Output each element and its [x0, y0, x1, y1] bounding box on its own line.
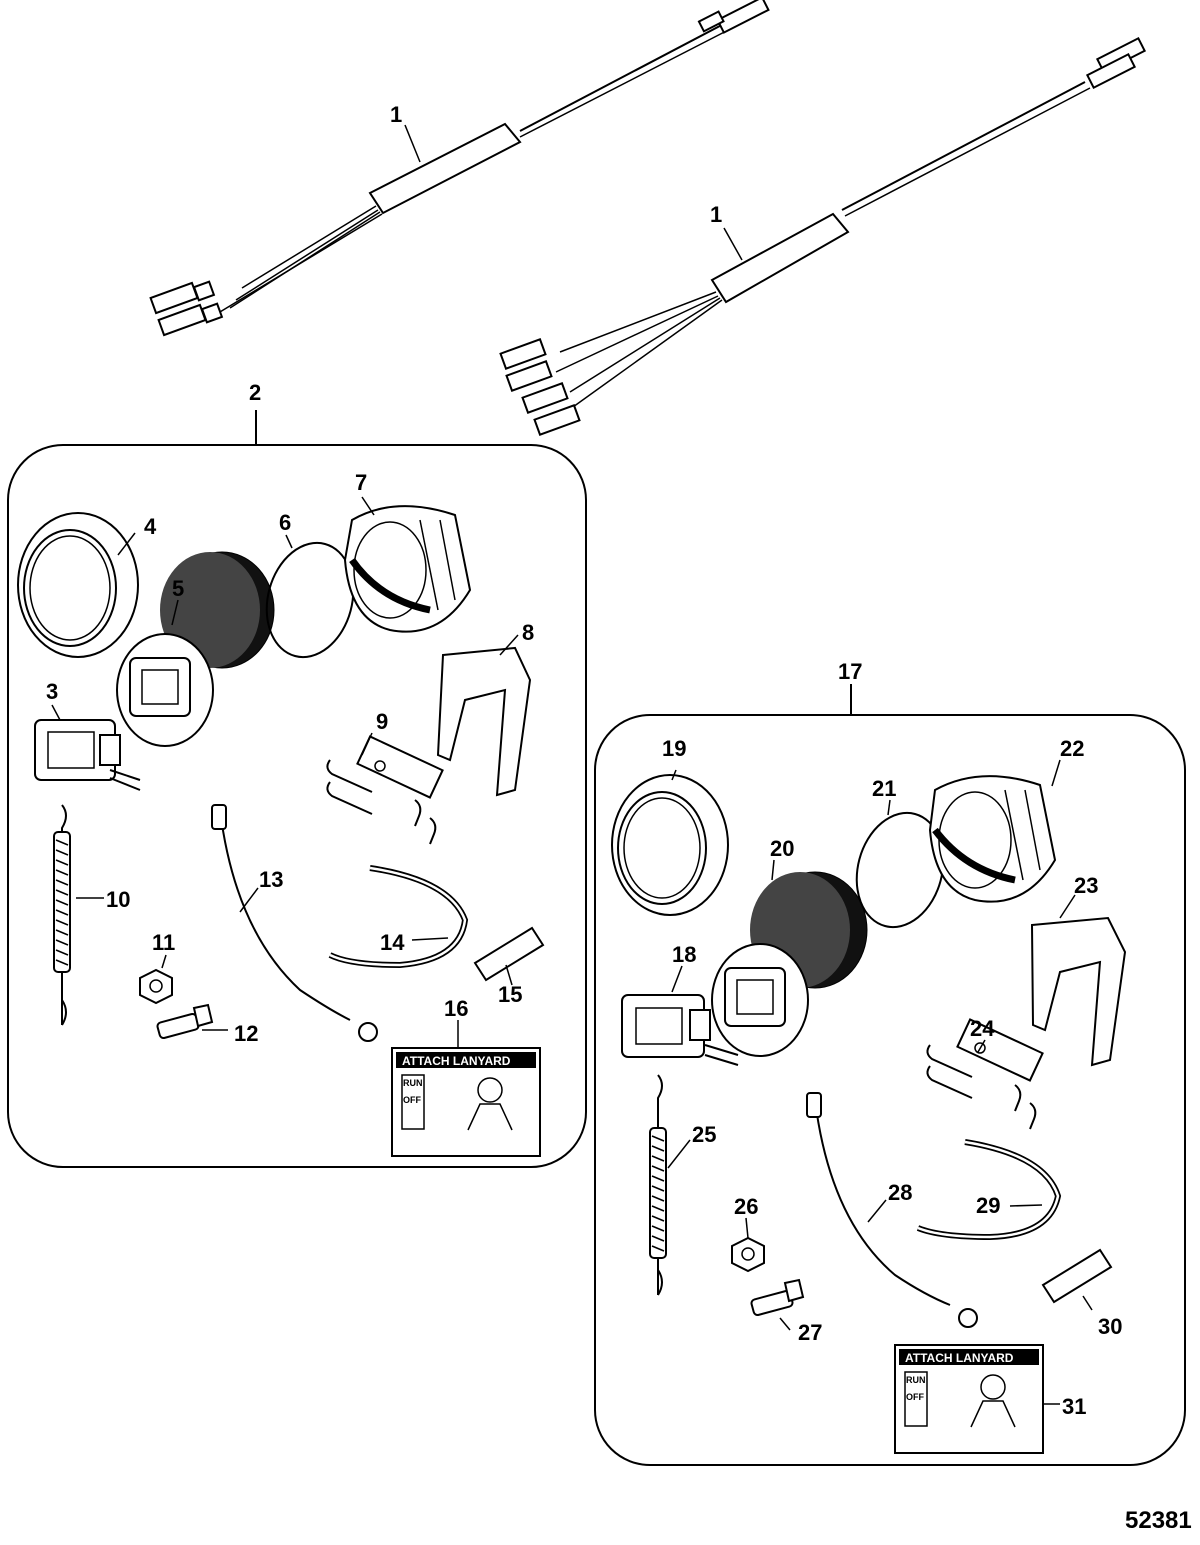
callout-21: 21 [872, 776, 896, 801]
callout-3: 3 [46, 679, 58, 704]
protective-cap-22 [928, 775, 1057, 903]
kit-box-2 [7, 410, 587, 1168]
callout-15: 15 [498, 982, 522, 1007]
pin-15 [473, 926, 545, 982]
callout-11: 11 [152, 930, 175, 955]
wiring-harness-long [499, 36, 1147, 436]
callout-12: 12 [234, 1021, 258, 1046]
lanyard-cord-10 [53, 804, 71, 1026]
callout-23: 23 [1074, 873, 1098, 898]
callout-8: 8 [522, 620, 534, 645]
stop-switch-18 [621, 994, 739, 1066]
decal-title-31: ATTACH LANYARD [905, 1351, 1014, 1365]
hex-nut-26 [731, 1236, 765, 1273]
callout-9: 9 [376, 709, 388, 734]
callout-27: 27 [798, 1320, 822, 1345]
pin-30 [1041, 1248, 1113, 1304]
callout-30: 30 [1098, 1314, 1122, 1339]
o-ring-6 [265, 541, 355, 659]
bezel-ring-4 [17, 512, 139, 658]
callout-numbers: 1 1 2 3 4 5 6 7 8 9 10 11 12 13 14 15 16… [46, 102, 1122, 1419]
decal-run-16: RUN [403, 1078, 423, 1088]
bezel-ring-19 [611, 774, 729, 916]
lanyard-decal-16: ATTACH LANYARD RUN OFF [391, 1047, 541, 1157]
o-ring-21 [855, 811, 945, 929]
callout-17: 17 [838, 659, 862, 684]
callout-10: 10 [106, 887, 130, 912]
callout-28: 28 [888, 1180, 912, 1205]
kit-box-17 [594, 684, 1186, 1466]
callout-5: 5 [172, 576, 184, 601]
callout-19: 19 [662, 736, 686, 761]
callout-24: 24 [970, 1016, 995, 1041]
wiring-harness-short [149, 0, 770, 337]
ground-lead-28 [806, 1092, 978, 1328]
strap-29 [916, 1139, 1062, 1241]
callout-16: 16 [444, 996, 468, 1021]
callout-22: 22 [1060, 736, 1084, 761]
screw-27 [750, 1278, 805, 1317]
decal-off-16: OFF [403, 1095, 421, 1105]
callout-1b: 1 [710, 202, 722, 227]
mounting-bracket-8 [436, 646, 532, 797]
retaining-clip-9 [326, 735, 444, 845]
screw-12 [156, 1003, 214, 1040]
decal-off-31: OFF [906, 1392, 924, 1402]
callout-6: 6 [279, 510, 291, 535]
callout-1a: 1 [390, 102, 402, 127]
mounting-bracket-23 [1030, 916, 1127, 1067]
retaining-clip-24 [926, 1018, 1044, 1130]
callout-2: 2 [249, 380, 261, 405]
protective-cap-7 [343, 505, 472, 633]
decal-run-31: RUN [906, 1375, 926, 1385]
ground-lead-13 [211, 804, 378, 1042]
callout-29: 29 [976, 1193, 1000, 1218]
decal-title-16: ATTACH LANYARD [402, 1054, 511, 1068]
hex-nut-11 [139, 968, 173, 1005]
callout-26: 26 [734, 1194, 758, 1219]
callout-25: 25 [692, 1122, 716, 1147]
leader-lines [51, 124, 1093, 1405]
switch-housing-20 [711, 871, 868, 1057]
callout-31: 31 [1062, 1394, 1086, 1419]
lanyard-cord-25 [649, 1074, 667, 1296]
lanyard-decal-31: ATTACH LANYARD RUN OFF [894, 1344, 1044, 1454]
figure-id: 52381 [1125, 1507, 1192, 1534]
callout-4: 4 [144, 514, 157, 539]
callout-14: 14 [380, 930, 405, 955]
callout-18: 18 [672, 942, 696, 967]
switch-housing-5 [116, 551, 275, 747]
callout-13: 13 [259, 867, 283, 892]
callout-20: 20 [770, 836, 794, 861]
callout-7: 7 [355, 470, 367, 495]
stop-switch-3 [34, 719, 141, 791]
